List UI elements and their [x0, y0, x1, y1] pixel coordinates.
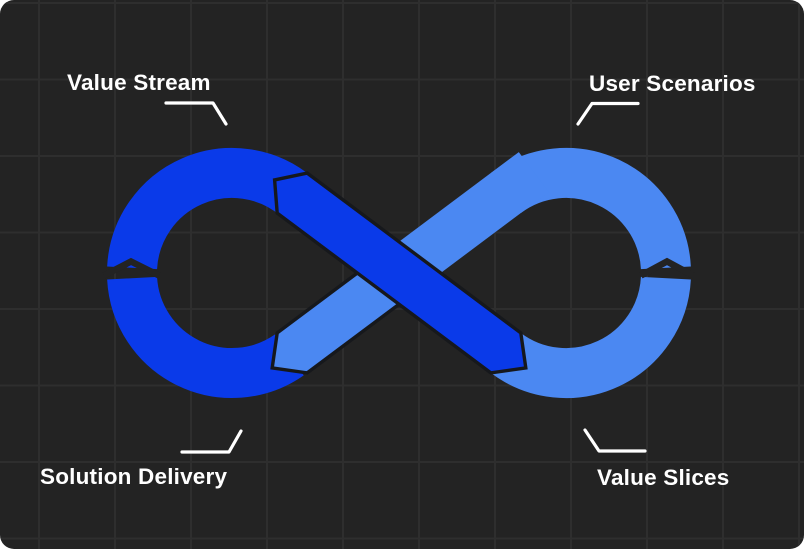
- right-loop-chevron-notch: [639, 257, 695, 279]
- label-value-stream: Value Stream: [67, 70, 211, 95]
- dark-diagonal-strip: [272, 171, 528, 375]
- value-stream-leader-line: [164, 101, 228, 126]
- right-loop-bottom-arc: [490, 276, 691, 399]
- user-scenarios-leader-line: [576, 101, 640, 126]
- left-loop-ring: [107, 148, 313, 398]
- value-slices-leader-line: [583, 428, 647, 453]
- label-solution-delivery: Solution Delivery: [40, 464, 227, 489]
- label-user-scenarios: User Scenarios: [589, 71, 756, 96]
- label-value-slices: Value Slices: [597, 465, 730, 490]
- left-loop-chevron-notch: [102, 257, 161, 279]
- left-loop-top-arc: [107, 148, 313, 270]
- solution-delivery-leader-line: [180, 429, 243, 454]
- left-loop-bottom-arc: [107, 276, 304, 398]
